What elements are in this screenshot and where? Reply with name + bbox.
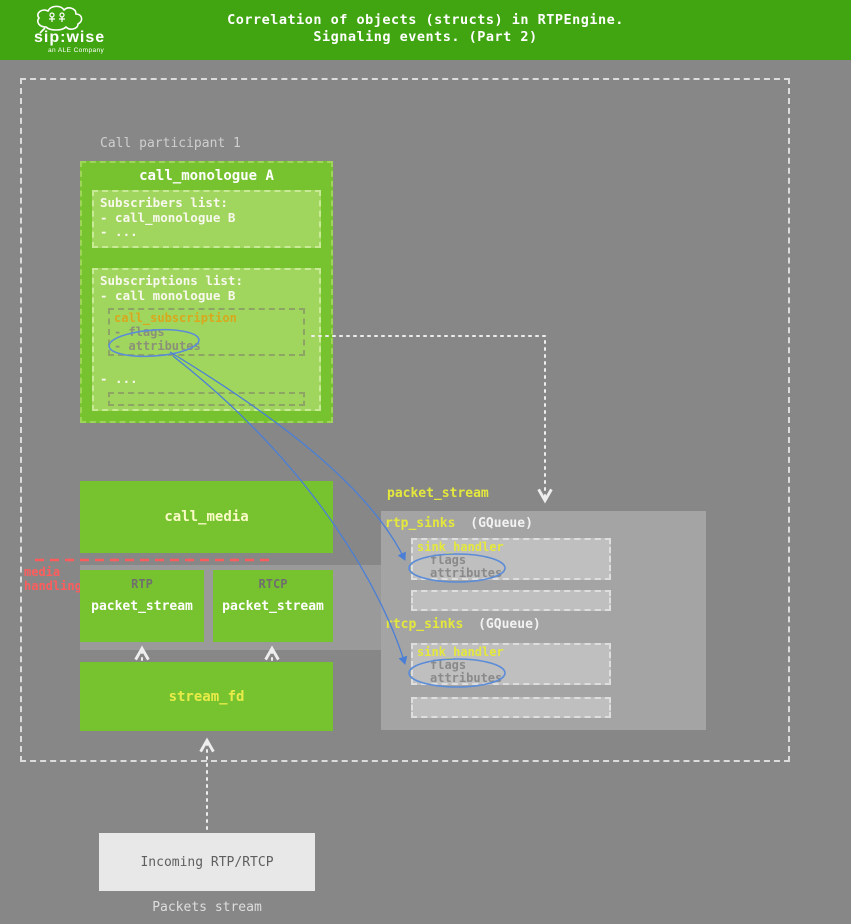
rtcp-sinks-label: rtcp_sinks (GQueue) — [385, 617, 541, 632]
subscribers-item: - call_monologue B — [100, 209, 236, 225]
page-title-line1: Correlation of objects (structs) in RTPE… — [227, 12, 624, 28]
rtp-sinks-name: rtp_sinks — [385, 516, 456, 531]
rtp-sinks-label: rtp_sinks (GQueue) — [385, 516, 533, 531]
subscribers-item-more: - ... — [100, 224, 138, 239]
sink-handler-attributes: attributes — [430, 566, 503, 580]
stream-fd-title: stream_fd — [168, 688, 245, 705]
rtcp-sinks-name: rtcp_sinks — [385, 617, 464, 632]
rtcp-packet-stream-title: packet_stream — [222, 599, 324, 614]
rtp-packet-stream-title: packet_stream — [91, 599, 193, 614]
incoming-rtp-rtcp-box: Incoming RTP/RTCP — [99, 833, 315, 891]
packet-stream-group-label: packet_stream — [387, 486, 489, 501]
rtp-sink-placeholder-box — [411, 590, 611, 611]
call-subscription-title: call_subscription — [114, 311, 237, 325]
logo-brand-text: sip:wise — [34, 29, 106, 46]
header-bar: sip:wise an ALE Company Correlation of o… — [0, 0, 851, 60]
subscriptions-item: - call monologue B — [100, 287, 236, 303]
call-subscription-box: call_subscription - flags - attributes — [108, 308, 305, 356]
rtp-tag: RTP — [131, 577, 153, 591]
packets-stream-caption: Packets stream — [152, 900, 262, 915]
rtcp-sink-handler-box: sink_handler flags attributes — [411, 643, 611, 685]
rtp-sinks-type: (GQueue) — [470, 516, 533, 531]
sink-handler-attributes: attributes — [430, 671, 503, 685]
rtp-sink-handler-box: sink_handler flags attributes — [411, 538, 611, 580]
diagram-frame — [20, 78, 790, 762]
packet-stream-group-box: rtp_sinks (GQueue) sink_handler flags at… — [381, 511, 706, 730]
page-title: Correlation of objects (structs) in RTPE… — [0, 12, 851, 46]
call-monologue-title: call_monologue A — [139, 168, 274, 184]
logo-brand-subtext: an ALE Company — [48, 47, 105, 54]
subscription-placeholder-box — [108, 392, 305, 406]
incoming-rtp-rtcp-title: Incoming RTP/RTCP — [140, 854, 274, 870]
rtcp-tag: RTCP — [258, 577, 288, 591]
media-handling-label: media handling — [24, 565, 82, 593]
sink-handler-title: sink_handler — [417, 645, 504, 659]
subscriptions-list-title: Subscriptions list: — [100, 273, 243, 288]
rtcp-sinks-type: (GQueue) — [478, 617, 541, 632]
stream-fd-box: stream_fd — [80, 662, 333, 731]
subscribers-list-box: Subscribers list: - call_monologue B - .… — [92, 190, 321, 248]
media-handling-line1: media — [24, 565, 61, 579]
subscribers-list-title: Subscribers list: — [100, 195, 228, 210]
call-participant-label: Call participant 1 — [100, 136, 241, 151]
logo-cloud-icon — [37, 5, 83, 34]
page-title-line2: Signaling events. (Part 2) — [313, 29, 538, 45]
subscriptions-list-box: Subscriptions list: - call monologue B c… — [92, 268, 321, 411]
call-subscription-flags: - flags — [114, 325, 165, 339]
call-media-title: call_media — [164, 509, 249, 525]
call-media-box: call_media — [80, 481, 333, 553]
rtcp-packet-stream-box: RTCP packet_stream — [213, 570, 333, 642]
rtcp-sink-placeholder-box — [411, 697, 611, 718]
sipwise-logo: sip:wise an ALE Company — [30, 5, 130, 57]
sink-handler-title: sink_handler — [417, 540, 504, 554]
call-subscription-attributes: - attributes — [114, 339, 201, 353]
rtp-packet-stream-box: RTP packet_stream — [80, 570, 204, 642]
call-monologue-box: call_monologue A Subscribers list: - cal… — [80, 161, 333, 423]
subscriptions-item-more: - ... — [100, 371, 138, 386]
media-handling-line2: handling — [24, 579, 82, 593]
